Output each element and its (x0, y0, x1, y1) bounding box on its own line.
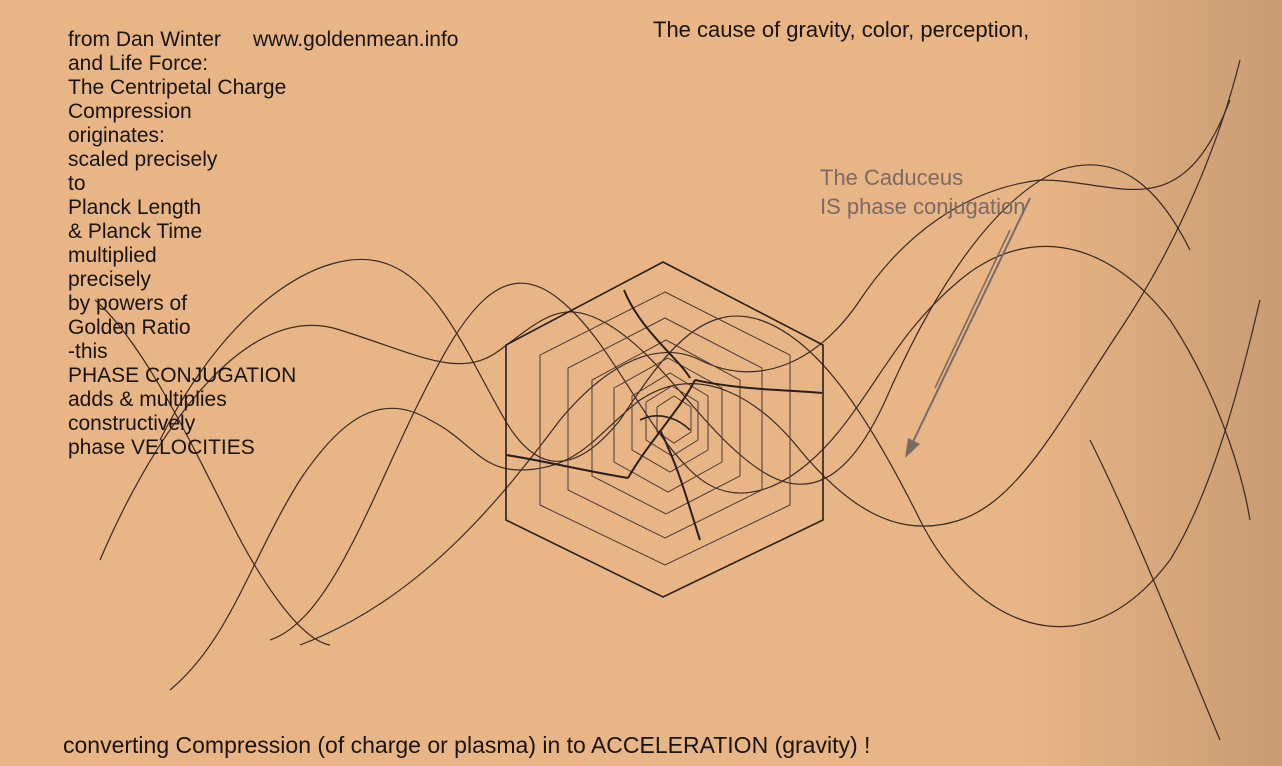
annotation-line-2: IS phase conjugation (820, 194, 1026, 219)
header-subtitle: The cause of gravity, color, perception, (653, 17, 1030, 42)
hexagon-8 (656, 395, 692, 444)
hexagon-2 (539, 291, 791, 566)
left-line: Compression (68, 100, 192, 123)
wave-4 (299, 99, 1231, 646)
left-line: & Planck Time (68, 220, 203, 243)
spoke-5 (659, 429, 701, 541)
spoke-2 (694, 379, 823, 394)
left-line: multiplied (68, 244, 157, 267)
annotation-arrowhead-1 (905, 438, 920, 458)
annotation-arrow-1 (909, 197, 1031, 449)
wave-6 (94, 299, 331, 646)
hexagon-5 (613, 357, 723, 493)
annotation-line-1: The Caduceus (820, 165, 964, 190)
annotation-arrow-2 (934, 229, 1011, 389)
header-author: from Dan Winter (68, 28, 221, 51)
left-line: constructively (68, 412, 196, 435)
spoke-1 (623, 289, 691, 379)
left-line: -this (68, 340, 108, 363)
left-line: phase VELOCITIES (68, 436, 255, 459)
left-line: originates: (68, 124, 165, 147)
hexagon-outer (505, 261, 824, 598)
left-line: Planck Length (68, 196, 202, 219)
hexagon-7 (645, 385, 699, 457)
wave-1 (159, 258, 1261, 628)
hexagon-6 (631, 372, 709, 473)
hexagon-4 (591, 339, 741, 515)
spoke-4 (505, 454, 629, 479)
left-line: PHASE CONJUGATION (68, 364, 297, 387)
left-line: scaled precisely (68, 148, 218, 171)
hexagon-3 (567, 317, 763, 539)
left-line: to (68, 172, 86, 195)
header-site-url: www.goldenmean.info (253, 28, 459, 51)
spoke-3 (627, 379, 696, 479)
left-line: precisely (68, 268, 151, 291)
left-line: The Centripetal Charge (68, 76, 287, 99)
wave-5 (169, 59, 1241, 691)
bottom-caption: converting Compression (of charge or pla… (63, 732, 871, 758)
left-line: adds & multiplies (68, 388, 227, 411)
wave-3 (269, 245, 1251, 641)
caduceus-annotation: The Caduceus IS phase conjugation (820, 163, 1026, 221)
left-line: Golden Ratio (68, 316, 191, 339)
left-line: and Life Force: (68, 52, 209, 75)
spoke-6 (639, 415, 691, 431)
wave-7 (1089, 439, 1221, 741)
left-line: by powers of (68, 292, 188, 315)
left-column-text: and Life Force: The Centripetal Charge C… (68, 52, 296, 460)
